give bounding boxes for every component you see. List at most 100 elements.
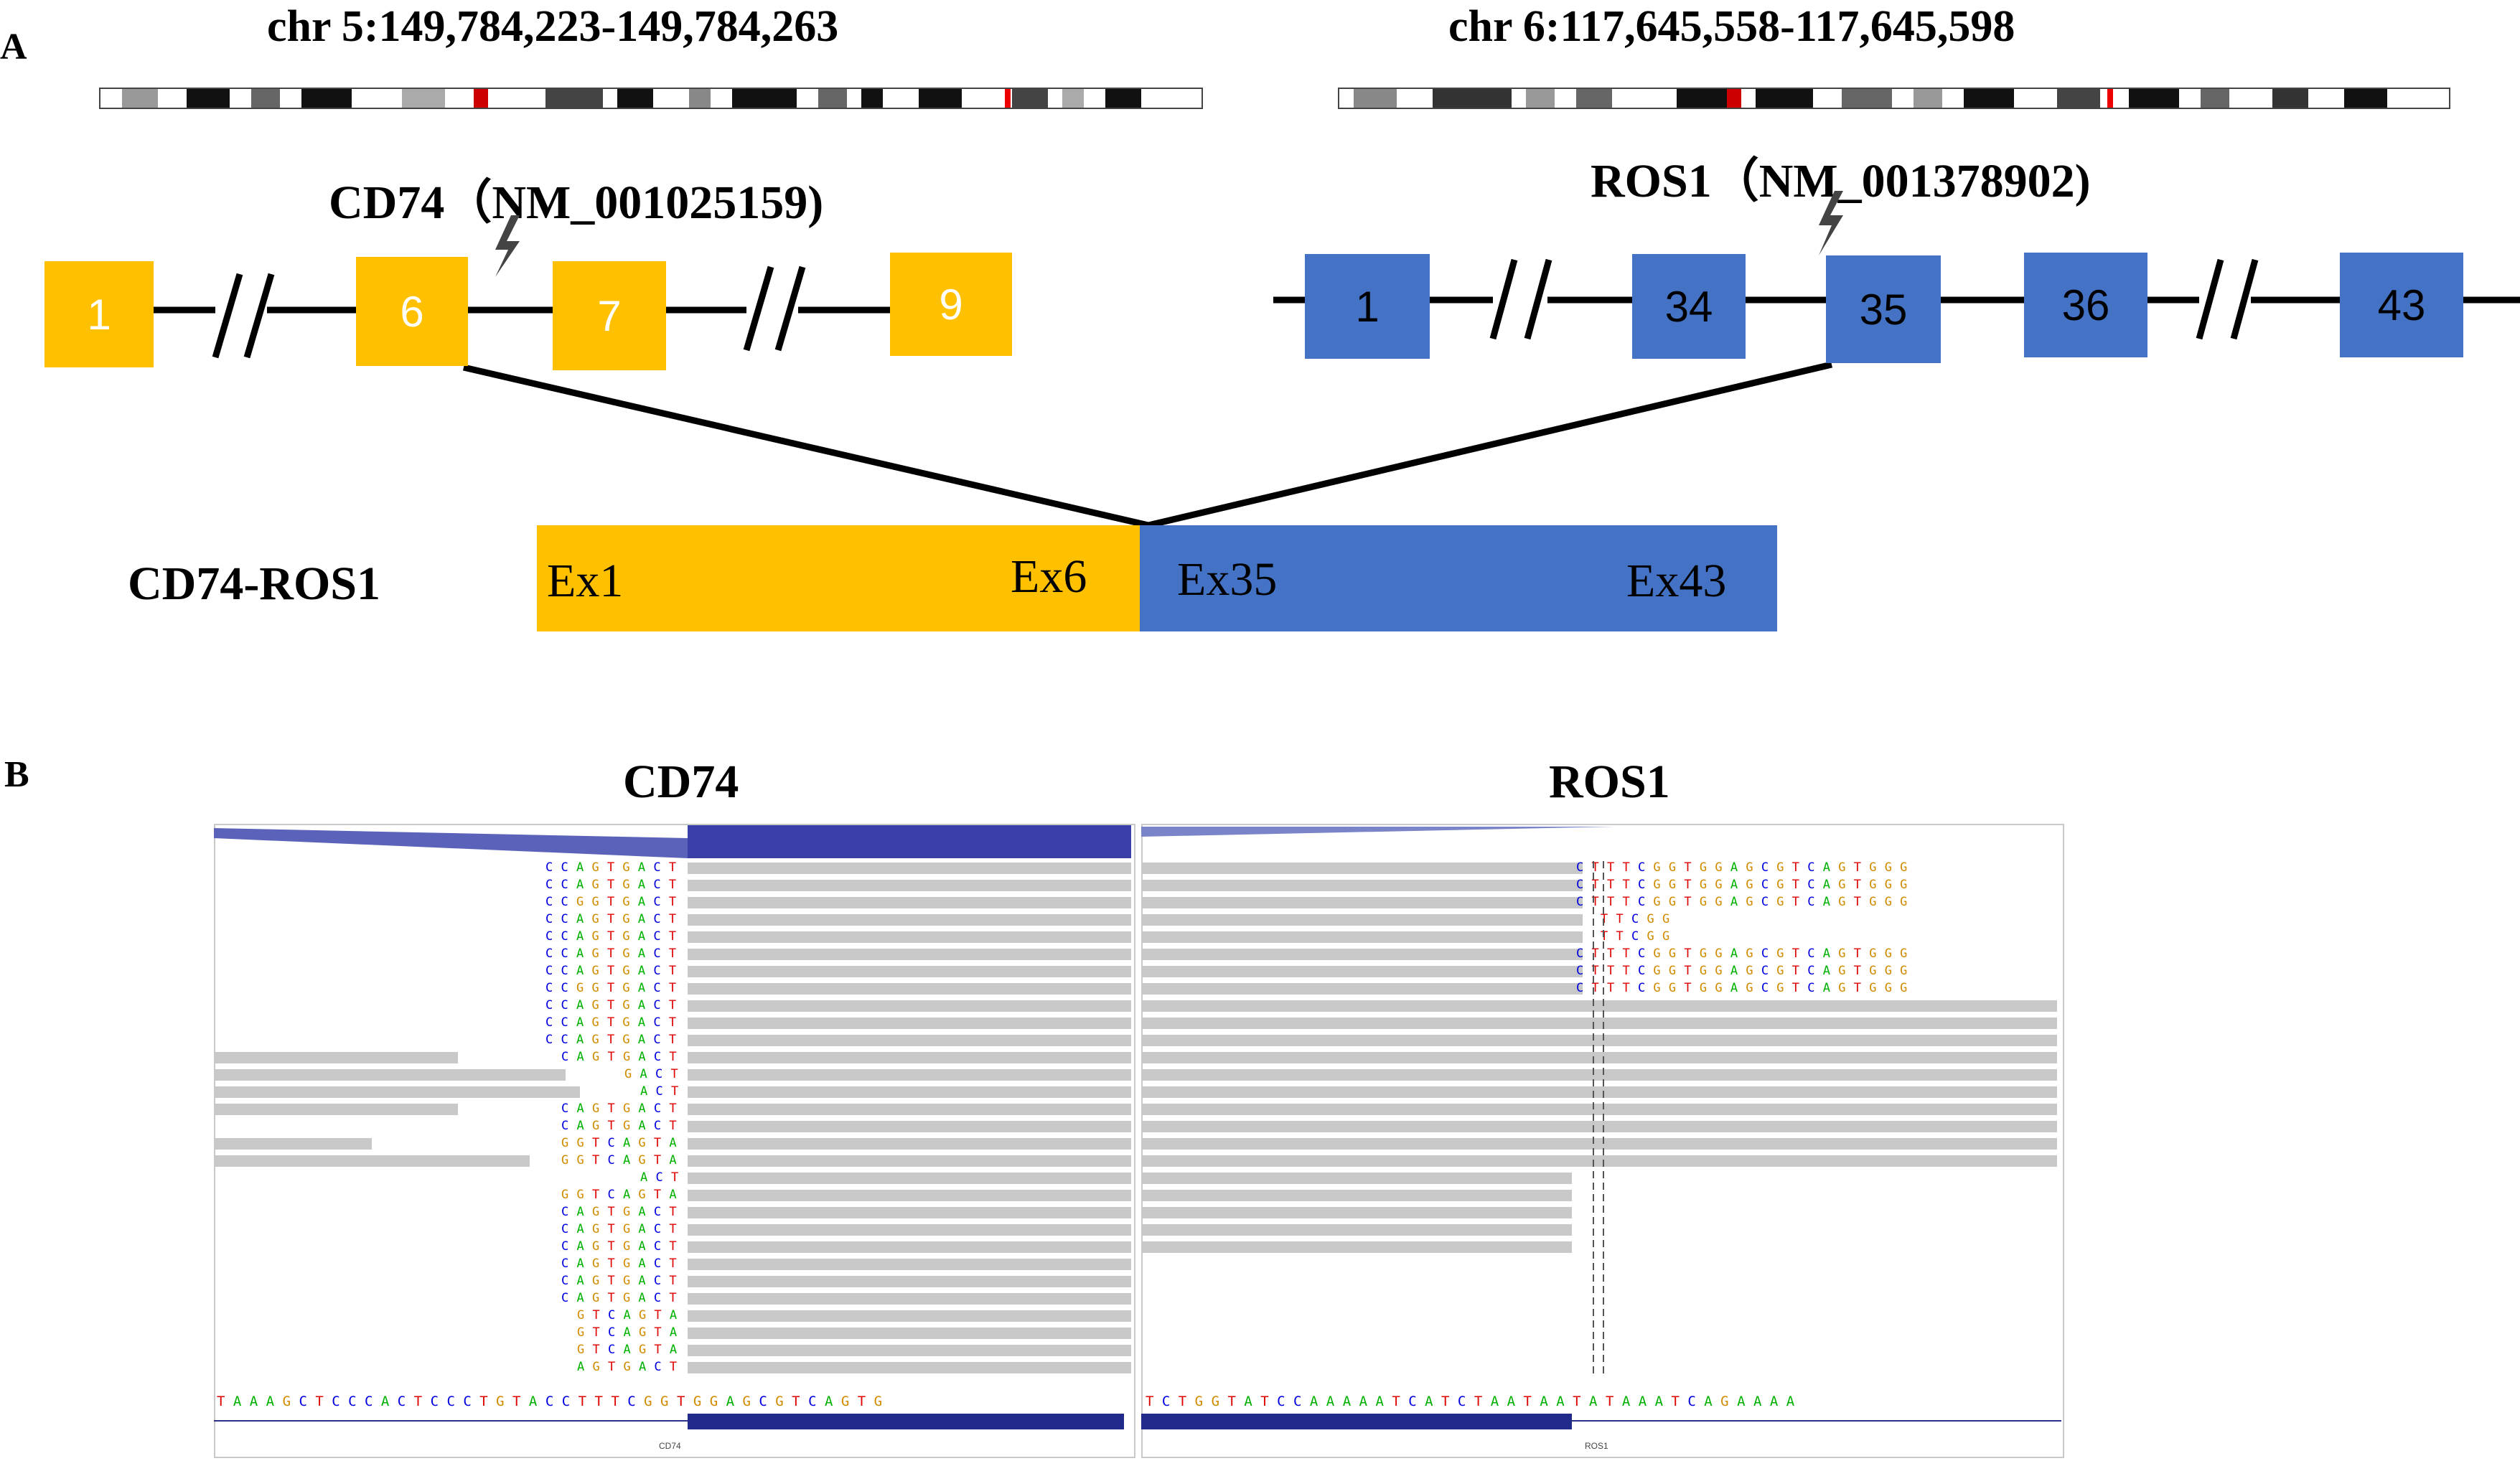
cd74-read bbox=[688, 1345, 1131, 1356]
cd74-softclip-bases: G G T C A G T A bbox=[561, 1137, 678, 1150]
ros1-read bbox=[1141, 863, 1583, 874]
ros1-read bbox=[1141, 1104, 2057, 1115]
cd74-track-label: CD74 bbox=[659, 1441, 681, 1451]
cd74-read bbox=[688, 1293, 1131, 1305]
ros1-read bbox=[1141, 949, 1583, 960]
cd74-read bbox=[688, 1086, 1131, 1098]
cd74-read bbox=[688, 1121, 1131, 1132]
ros1-break-mark-2 bbox=[2196, 258, 2224, 340]
cd74-softclip-bases: C A G T G A C T bbox=[561, 1102, 678, 1115]
ros1-read bbox=[1141, 1121, 2057, 1132]
cd74-read bbox=[688, 914, 1131, 926]
ros1-read bbox=[1141, 1224, 1572, 1236]
cd74-read bbox=[688, 1207, 1131, 1218]
fusion-name-label: CD74-ROS1 bbox=[128, 558, 381, 610]
ros1-softclip-bases: T T C G G bbox=[1601, 913, 1670, 926]
ros1-read bbox=[1141, 931, 1583, 943]
cd74-softclip-bases: C A G T G A C T bbox=[561, 1119, 678, 1132]
ros1-read bbox=[1141, 1052, 2057, 1063]
cd74-softclip-bases: A C T bbox=[640, 1085, 679, 1098]
cd74-exon-1: 1 bbox=[45, 261, 154, 367]
cd74-softclip-bases: C A G T G A C T bbox=[561, 1274, 678, 1287]
cd74-read bbox=[688, 931, 1131, 943]
ros1-read-alignments: C T T T C G G T G G A G C G T C A G T G … bbox=[1141, 860, 2061, 1376]
cd74-exon-9: 9 bbox=[890, 253, 1012, 356]
ros1-read bbox=[1141, 1173, 1572, 1184]
ros1-softclip-bases: C T T T C G G T G G A G C G T C A G T G … bbox=[1576, 896, 1908, 908]
cd74-read bbox=[688, 949, 1131, 960]
ros1-read bbox=[1141, 1207, 1572, 1218]
cd74-read bbox=[688, 1173, 1131, 1184]
panel-a-label: A bbox=[0, 27, 27, 67]
cd74-read bbox=[688, 1310, 1131, 1322]
cd74-read bbox=[688, 1035, 1131, 1046]
cd74-softclip-bases: C C G G T G A C T bbox=[545, 982, 677, 995]
ros1-fusion-connector bbox=[1147, 361, 1833, 529]
gene-structure-lines bbox=[154, 191, 2520, 529]
cd74-locus-coordinate: chr 5:149,784,223-149,784,263 bbox=[267, 2, 839, 51]
cd74-coverage-track bbox=[214, 825, 1131, 858]
cd74-read bbox=[688, 1190, 1131, 1201]
ros1-read bbox=[1141, 1190, 1572, 1201]
cd74-break-mark-2 bbox=[743, 266, 774, 352]
ros1-softclip-bases: T T C G G bbox=[1601, 930, 1670, 943]
ros1-reference-sequence: T C T G G T A T C C A A A A A T C A T C … bbox=[1146, 1394, 1795, 1409]
ros1-exon-43: 43 bbox=[2340, 253, 2463, 357]
cd74-softclip-bases: C A G T G A C T bbox=[561, 1051, 678, 1063]
cd74-read bbox=[688, 897, 1131, 908]
cd74-read bbox=[688, 1328, 1131, 1339]
ros1-softclip-bases: C T T T C G G T G G A G C G T C A G T G … bbox=[1576, 982, 1908, 995]
cd74-softclip-bases: C C A G T G A C T bbox=[545, 1016, 677, 1029]
chr5-ideogram bbox=[99, 88, 1203, 109]
cd74-read bbox=[688, 880, 1131, 891]
cd74-softclip-bases: C C A G T G A C T bbox=[545, 913, 677, 926]
cd74-read bbox=[688, 983, 1131, 995]
ros1-breakpoint-lightning-icon bbox=[1819, 191, 1843, 255]
cd74-softclip-bases: A G T G A C T bbox=[577, 1361, 678, 1373]
cd74-softclip-bases: G T C A G T A bbox=[577, 1326, 678, 1339]
cd74-exon-6: 6 bbox=[356, 257, 468, 366]
cd74-read bbox=[688, 1241, 1131, 1253]
cd74-read bbox=[214, 1069, 566, 1081]
cd74-read bbox=[214, 1138, 372, 1150]
cd74-softclip-bases: C C G G T G A C T bbox=[545, 896, 677, 908]
ros1-read bbox=[1141, 1241, 1572, 1253]
ros1-read bbox=[1141, 1086, 2057, 1098]
cd74-gene-label: CD74（NM_001025159) bbox=[329, 177, 824, 229]
igv-ros1-title: ROS1 bbox=[1549, 756, 1670, 808]
ros1-breakpoint-guides bbox=[1593, 861, 1604, 1378]
cd74-read bbox=[688, 1155, 1131, 1167]
ros1-track-label: ROS1 bbox=[1585, 1441, 1608, 1451]
cd74-softclip-bases: C C A G T G A C T bbox=[545, 964, 677, 977]
ros1-read bbox=[1141, 966, 1583, 977]
cd74-softclip-bases: G T C A G T A bbox=[577, 1309, 678, 1322]
cd74-softclip-bases: C A G T G A C T bbox=[561, 1223, 678, 1236]
ros1-read bbox=[1141, 897, 1583, 908]
cd74-read bbox=[688, 1052, 1131, 1063]
ros1-softclip-bases: C T T T C G G T G G A G C G T C A G T G … bbox=[1576, 947, 1908, 960]
cd74-read bbox=[688, 1000, 1131, 1012]
cd74-softclip-bases: G G T C A G T A bbox=[561, 1154, 678, 1167]
ros1-read bbox=[1141, 1155, 2057, 1167]
cd74-softclip-bases: A C T bbox=[640, 1171, 679, 1184]
ros1-softclip-bases: C T T T C G G T G G A G C G T C A G T G … bbox=[1576, 964, 1908, 977]
ros1-exon-34: 34 bbox=[1632, 254, 1746, 359]
ros1-read bbox=[1141, 1000, 2057, 1012]
cd74-softclip-bases: C C A G T G A C T bbox=[545, 999, 677, 1012]
cd74-read bbox=[688, 1362, 1131, 1373]
cd74-softclip-bases: C C A G T G A C T bbox=[545, 1033, 677, 1046]
cd74-exon-7: 7 bbox=[553, 261, 666, 370]
cd74-softclip-bases: G G T C A G T A bbox=[561, 1188, 678, 1201]
cd74-read bbox=[688, 966, 1131, 977]
ros1-read bbox=[1141, 1069, 2057, 1081]
cd74-read-alignments: C C A G T G A C T C C A G T G A C T C C … bbox=[214, 860, 1133, 1376]
cd74-read bbox=[688, 1018, 1131, 1029]
ros1-read bbox=[1141, 1035, 2057, 1046]
cd74-read bbox=[214, 1086, 580, 1098]
cd74-softclip-bases: C A G T G A C T bbox=[561, 1292, 678, 1305]
cd74-read bbox=[688, 1276, 1131, 1287]
ros1-gene-track bbox=[1141, 1414, 2061, 1429]
cd74-softclip-bases: C A G T G A C T bbox=[561, 1206, 678, 1218]
ros1-read bbox=[1141, 1138, 2057, 1150]
ros1-exon-1: 1 bbox=[1305, 254, 1430, 359]
